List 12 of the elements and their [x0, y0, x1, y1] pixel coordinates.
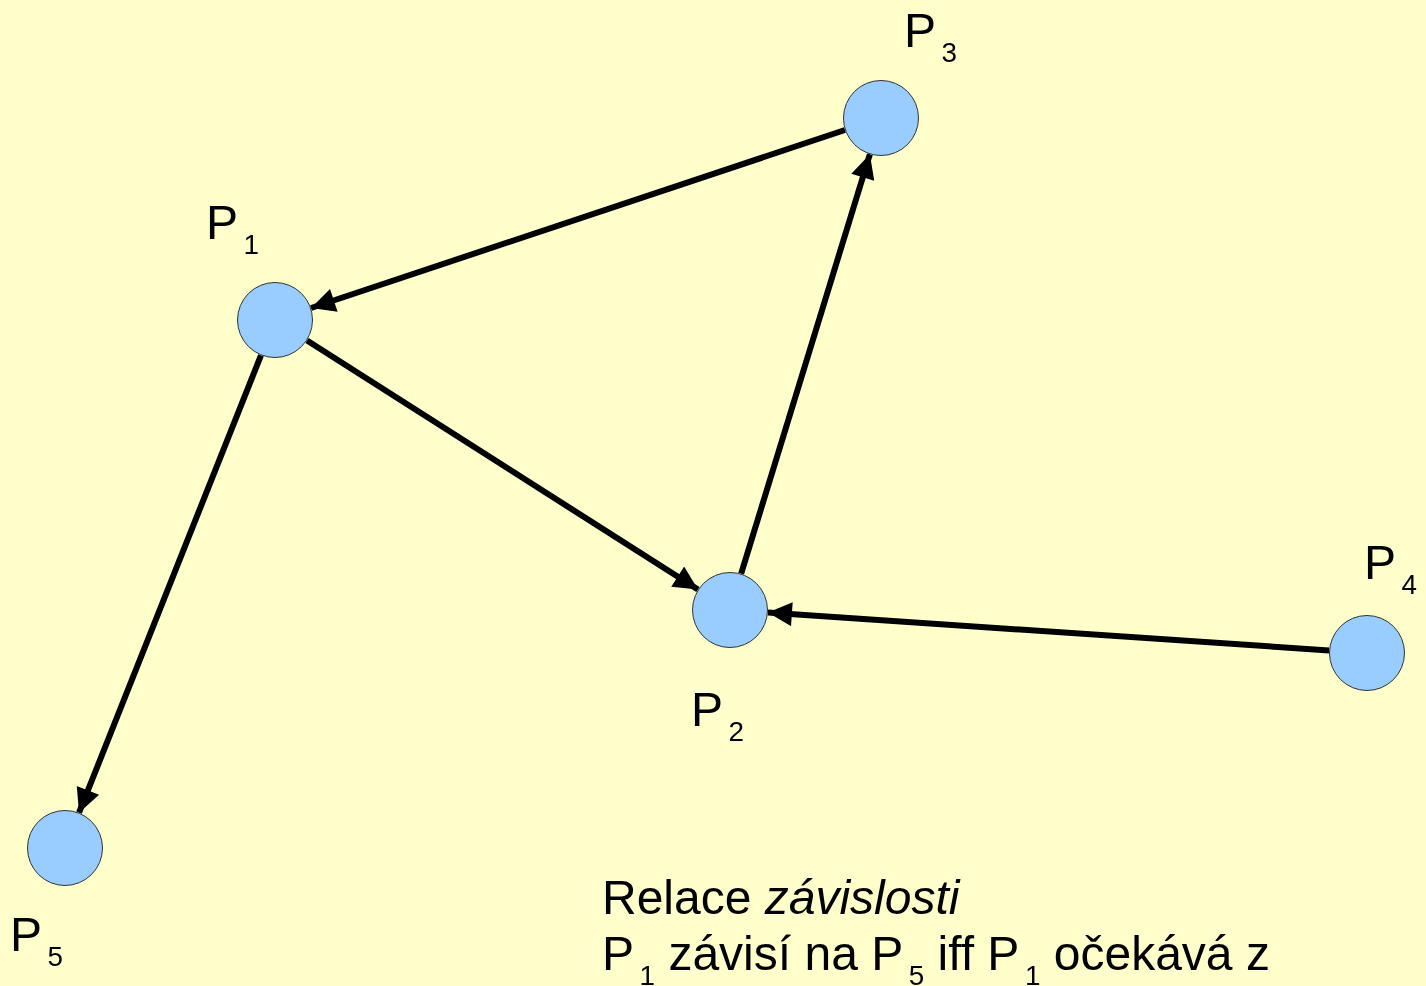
process-label: P$_{3}$ [904, 7, 958, 68]
arrow [738, 153, 875, 575]
arrow [310, 127, 846, 312]
note-text: P$_{1}$ závisí na P$_{5}$ iff P$_{1}$ očekává z [602, 930, 1270, 986]
arrow [76, 354, 264, 814]
process-label: P$_{2}$ [691, 686, 745, 747]
note-text: Relace závislosti [602, 874, 960, 922]
arrow [305, 337, 700, 593]
arrow [767, 602, 1330, 654]
process-label: P$_{1}$ [206, 199, 260, 260]
process-label: P$_{5}$ [10, 911, 64, 972]
process-label: P$_{4}$ [1364, 539, 1418, 600]
